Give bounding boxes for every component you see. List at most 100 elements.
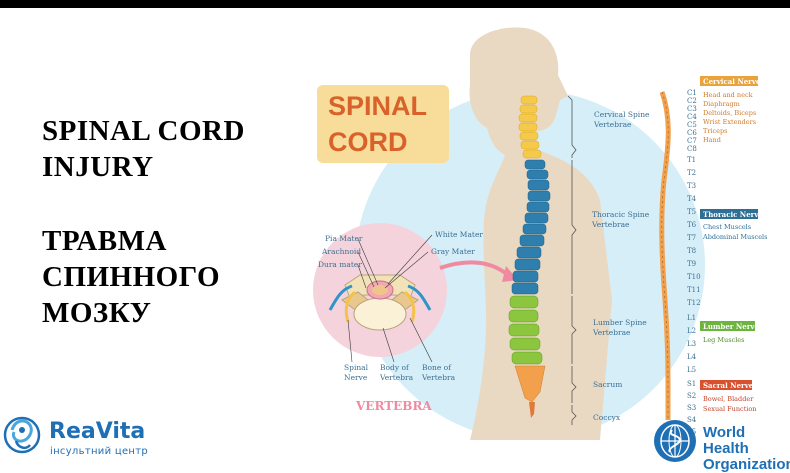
sacral-nerves-title: Sacral Nerves	[703, 381, 757, 390]
title-uk-line-1: ТРАВМА	[42, 225, 167, 257]
title-ukrainian: ТРАВМА СПИННОГО МОЗКУ	[42, 223, 220, 331]
who-logo-text: World Health Organization	[703, 425, 790, 473]
seg-c1: C1	[687, 89, 697, 97]
label-bone-2: Vertebra	[421, 373, 456, 382]
region-brackets	[567, 95, 577, 425]
label-spinal-nerve-1: Spinal	[344, 363, 369, 372]
seg-t4: T4	[687, 195, 697, 203]
spine-cervical	[518, 95, 542, 159]
cervical-item-6: Hand	[703, 136, 721, 144]
region-coccyx: Coccyx	[593, 413, 621, 422]
seg-t8: T8	[687, 247, 696, 255]
vertebra-labels: Pia Mater Arachnoid Dura mater White Mat…	[318, 230, 483, 382]
cervical-nerves-title: Cervical Nerves	[703, 77, 764, 86]
cervical-item-1: Head and neck	[703, 91, 753, 99]
spine-thoracic	[511, 159, 551, 295]
reavita-subtitle: інсультний центр	[50, 446, 149, 457]
label-pia-mater: Pia Mater	[325, 234, 363, 243]
vertebra-leader-lines	[347, 234, 433, 363]
arrow-line	[439, 260, 510, 277]
seg-t7: T7	[687, 234, 696, 242]
label-white-mater: White Mater	[435, 230, 483, 239]
seg-t9: T9	[687, 260, 696, 268]
label-arachnoid: Arachnoid	[321, 247, 361, 256]
thoracic-nerves-list: Chest Muscels Abdominal Muscels	[702, 223, 767, 241]
lumbar-nerves-list: Leg Muscles	[703, 336, 744, 344]
thoracic-item-2: Abdominal Muscels	[702, 233, 767, 241]
region-lumbar-2: Vertebrae	[592, 328, 631, 337]
thoracic-item-1: Chest Muscels	[703, 223, 751, 231]
seg-c4: C4	[687, 113, 697, 121]
heading-box	[317, 85, 449, 163]
title-uk-line-3: МОЗКУ	[42, 297, 152, 329]
title-en-line-2: INJURY	[42, 151, 154, 183]
title-english: SPINAL CORD INJURY	[42, 113, 245, 185]
seg-c2: C2	[687, 97, 697, 105]
reavita-logo-icon	[3, 416, 41, 454]
seg-s1: S1	[687, 380, 696, 388]
lumbar-nerves-title: Lumber Nerves	[703, 322, 763, 331]
seg-t2: T2	[687, 169, 696, 177]
region-sacrum: Sacrum	[593, 380, 622, 389]
seg-t12: T12	[687, 299, 701, 307]
spine-sacrum	[514, 365, 546, 403]
seg-s3: S3	[687, 404, 696, 412]
label-spinal-nerve-2: Nerve	[344, 373, 368, 382]
region-cervical-1: Cervical Spine	[594, 110, 650, 119]
sacral-item-2: Sexual Function	[703, 405, 757, 413]
seg-c7: C7	[687, 137, 697, 145]
sacral-nerves-badge	[700, 380, 752, 390]
sacral-item-1: Bowel, Bladder	[703, 395, 754, 403]
spine-coccyx	[529, 402, 535, 418]
lumbar-item-1: Leg Muscles	[703, 336, 744, 344]
region-labels: Cervical Spine Vertebrae Thoracic Spine …	[591, 110, 650, 422]
title-uk-line-2: СПИННОГО	[42, 261, 221, 293]
who-logo-icon	[654, 420, 696, 462]
seg-l5: L5	[687, 366, 696, 374]
region-thoracic-2: Vertebrae	[591, 220, 630, 229]
label-gray-mater: Gray Mater	[431, 247, 475, 256]
seg-c8: C8	[687, 145, 697, 153]
top-bar	[0, 0, 790, 8]
region-cervical-2: Vertebrae	[593, 120, 632, 129]
seg-c3: C3	[687, 105, 697, 113]
seg-l2: L2	[687, 327, 696, 335]
seg-t6: T6	[687, 221, 697, 229]
seg-t5: T5	[687, 208, 696, 216]
cervical-nerves-list: Head and neck Diaphragm Deltoids, Biceps…	[703, 91, 756, 144]
sacral-nerves-list: Bowel, Bladder Sexual Function	[703, 395, 757, 413]
seg-t3: T3	[687, 182, 696, 190]
cervical-item-5: Triceps	[703, 127, 728, 135]
seg-s4: S4	[687, 416, 697, 424]
seg-t1: T1	[687, 156, 696, 164]
seg-l3: L3	[687, 340, 696, 348]
seg-t11: T11	[687, 286, 701, 294]
vertebra-cross-section	[328, 274, 432, 331]
seg-c6: C6	[687, 129, 697, 137]
heading-line-1: SPINAL	[328, 91, 427, 121]
who-line-1: World Health	[703, 424, 749, 457]
region-lumbar-1: Lumber Spine	[593, 318, 647, 327]
spine-lumbar	[508, 295, 543, 365]
label-body-2: Vertebra	[379, 373, 414, 382]
title-en-line-1: SPINAL CORD	[42, 115, 245, 147]
spinal-cord-segments	[661, 91, 669, 420]
vertebra-caption: VERTEBRA	[355, 399, 432, 413]
heading-line-2: CORD	[328, 127, 408, 157]
seg-s2: S2	[687, 392, 696, 400]
thoracic-nerves-badge	[700, 209, 758, 219]
seg-c5: C5	[687, 121, 697, 129]
thoracic-nerves-title: Thoracic Nerves	[703, 210, 767, 219]
label-body-1: Body of	[380, 363, 410, 372]
seg-t10: T10	[687, 273, 701, 281]
label-bone-1: Bone of	[422, 363, 452, 372]
seg-l1: L1	[687, 314, 696, 322]
reavita-name: ReaVita	[49, 419, 146, 444]
who-line-2: Organization	[703, 456, 790, 473]
lumbar-nerves-badge	[700, 321, 755, 331]
cervical-nerves-badge	[700, 76, 758, 86]
seg-l4: L4	[687, 353, 697, 361]
label-dura-mater: Dura mater	[318, 260, 362, 269]
cervical-item-4: Wrist Extenders	[703, 118, 756, 126]
